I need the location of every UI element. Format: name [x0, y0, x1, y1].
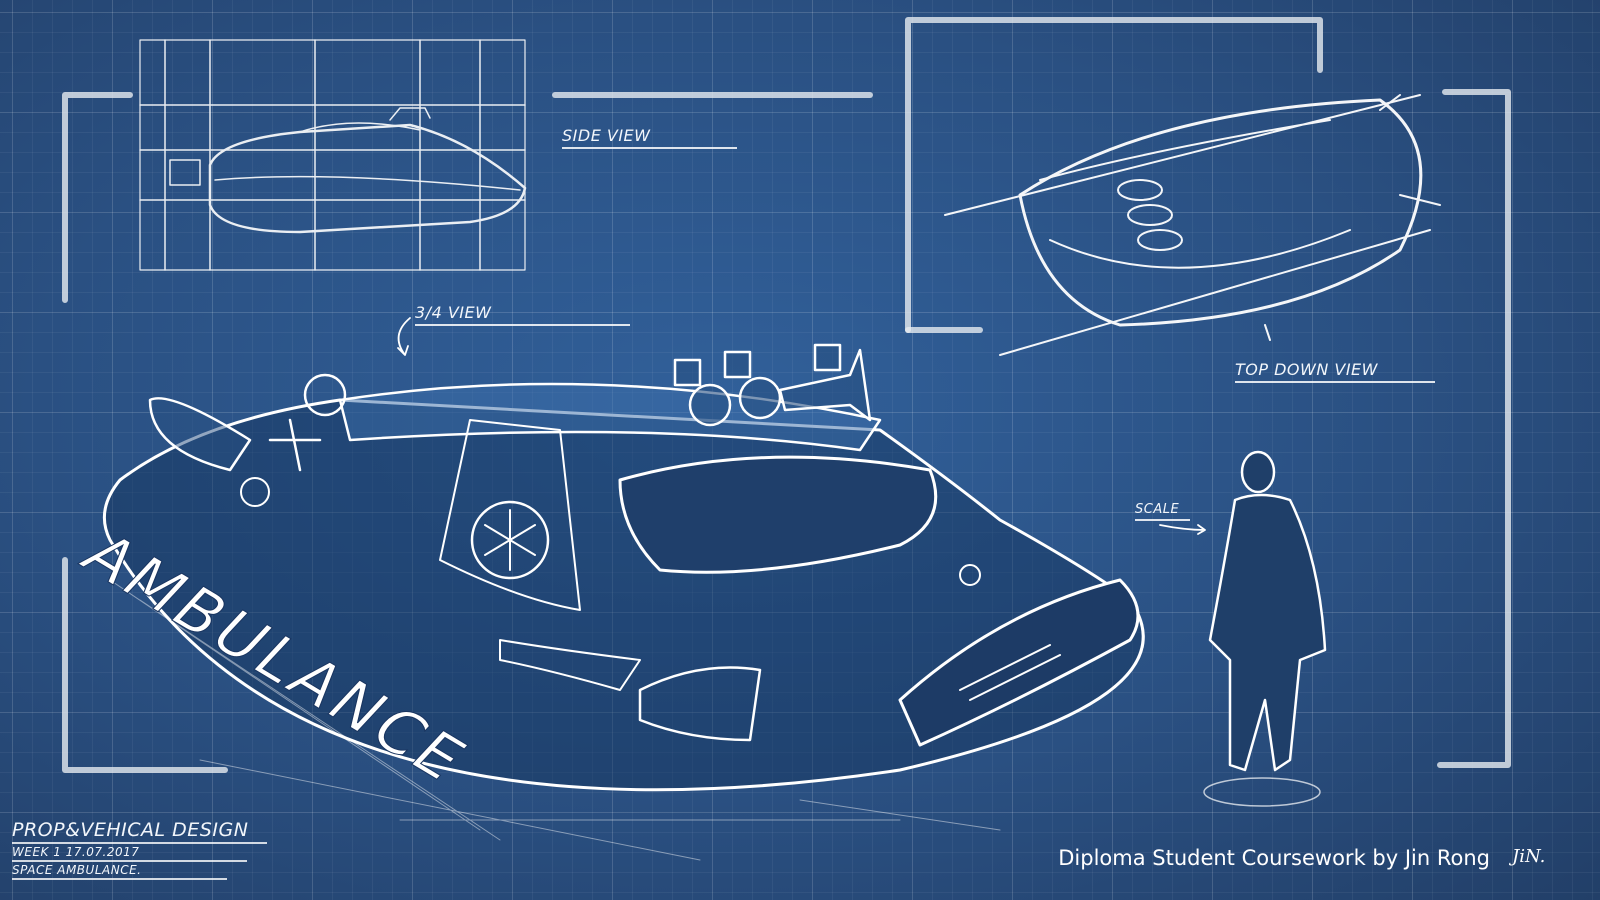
- frame-brackets: [62, 17, 1511, 773]
- title-block: Prop&Vehical Design Week 1 17.07.2017 Sp…: [12, 818, 267, 880]
- side-view-sketch: [139, 39, 527, 271]
- scale-human-figure: [1203, 450, 1327, 807]
- ambulance-vehicle-sketch: [102, 343, 1145, 861]
- title-block-week: Week 1 17.07.2017: [12, 844, 247, 862]
- top-down-view-label: Top Down View: [1235, 360, 1435, 383]
- view-arrow-icon: [397, 317, 411, 356]
- title-block-subject: Space Ambulance.: [12, 862, 227, 880]
- scale-label: Scale: [1135, 502, 1190, 521]
- side-view-label: Side View: [562, 126, 737, 149]
- title-block-title: Prop&Vehical Design: [12, 818, 267, 844]
- credit-text: Diploma Student Coursework by Jin Rong: [1058, 846, 1490, 870]
- top-down-view-sketch: [944, 94, 1441, 356]
- artist-signature: JiN.: [1512, 846, 1546, 867]
- scale-arrow-icon: [1159, 524, 1206, 535]
- three-quarter-view-label: 3/4 View: [415, 303, 630, 326]
